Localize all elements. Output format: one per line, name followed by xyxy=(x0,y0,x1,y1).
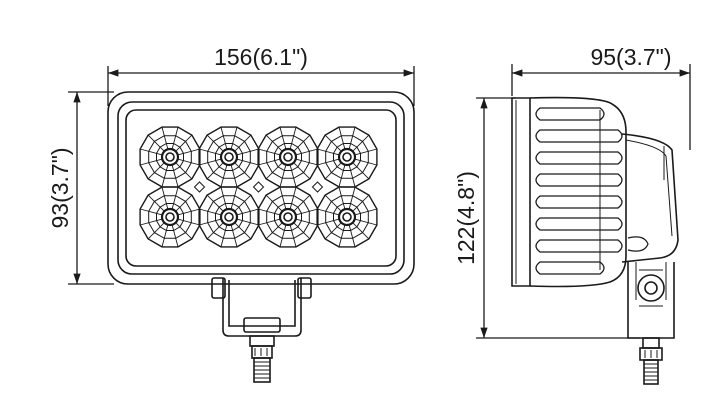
cooling-fin xyxy=(535,129,623,143)
led-cell xyxy=(257,186,319,248)
led-cell xyxy=(316,186,378,248)
front-mount-bracket xyxy=(211,277,312,383)
side-depth-dimension xyxy=(511,64,691,150)
cooling-fin xyxy=(535,239,623,253)
led-array xyxy=(139,126,378,248)
side-cooling-fins xyxy=(535,107,623,275)
cooling-fin xyxy=(535,217,623,231)
cooling-fin xyxy=(535,107,605,121)
led-cell xyxy=(198,126,260,188)
side-rear-cap xyxy=(621,133,679,263)
side-height-label: 122(4.8") xyxy=(453,171,479,265)
front-width-label: 156(6.1") xyxy=(214,44,308,70)
led-cell xyxy=(139,186,201,248)
side-depth-label: 95(3.7") xyxy=(590,44,671,70)
led-cell xyxy=(257,126,319,188)
led-cell xyxy=(198,186,260,248)
side-housing xyxy=(529,96,627,288)
lens-divider xyxy=(311,181,324,193)
led-cell xyxy=(139,126,201,188)
front-height-dimension xyxy=(68,91,114,285)
front-height-label: 93(3.7") xyxy=(47,147,73,228)
front-view xyxy=(107,91,415,383)
side-view xyxy=(511,96,679,385)
side-mount xyxy=(627,262,675,385)
front-lens-frame xyxy=(125,109,397,267)
lens-divider xyxy=(252,181,265,193)
side-height-dimension xyxy=(476,97,640,339)
front-housing-inner xyxy=(117,101,405,275)
cooling-fin xyxy=(535,173,623,187)
cooling-fin xyxy=(535,151,623,165)
lens-divider xyxy=(193,181,206,193)
led-cell xyxy=(316,126,378,188)
front-housing-outer xyxy=(107,91,415,285)
cooling-fin xyxy=(535,261,605,275)
cooling-fin xyxy=(535,195,623,209)
front-width-dimension xyxy=(107,66,415,106)
side-lens-face xyxy=(511,97,531,287)
